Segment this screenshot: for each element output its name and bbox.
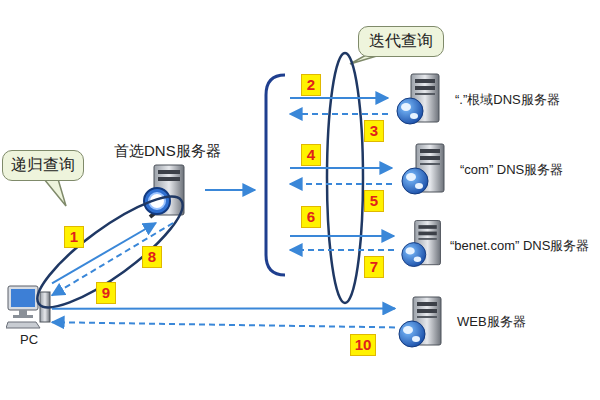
query-arrow (52, 223, 156, 283)
server-node: “.”根域DNS服务器 (393, 75, 564, 125)
node-label: “.”根域DNS服务器 (455, 91, 560, 109)
callout-number: 10 (350, 334, 376, 356)
callout-number: 6 (301, 206, 321, 228)
node-label: 递归查询 (11, 155, 75, 176)
node-label: 首选DNS服务器 (114, 142, 221, 161)
pc-node: PC (6, 282, 52, 349)
node-label: “com” DNS服务器 (460, 161, 563, 179)
node-label: WEB服务器 (457, 313, 526, 331)
query-arrow (52, 308, 395, 310)
node-label: 迭代查询 (369, 31, 433, 52)
dns-server-node: 首选DNS服务器 (110, 140, 225, 223)
query-arrow (52, 322, 395, 327)
server-node: “com” DNS服务器 (398, 145, 567, 195)
callout-number: 9 (96, 282, 116, 304)
callout-number: 1 (64, 226, 84, 248)
node-label: PC (10, 332, 48, 347)
callout-number: 8 (142, 246, 162, 268)
server-node: WEB服务器 (395, 295, 530, 349)
node-label: “benet.com” DNS服务器 (450, 237, 589, 255)
callout-number: 7 (364, 256, 384, 278)
callout-bubble: 递归查询 (2, 150, 84, 181)
callout-number: 4 (301, 144, 321, 166)
callout-bubble: 迭代查询 (358, 26, 444, 57)
callout-number: 3 (364, 120, 384, 142)
callout-number: 5 (364, 190, 384, 212)
callout-number: 2 (301, 74, 321, 96)
server-node: “benet.com” DNS服务器 (400, 221, 592, 271)
